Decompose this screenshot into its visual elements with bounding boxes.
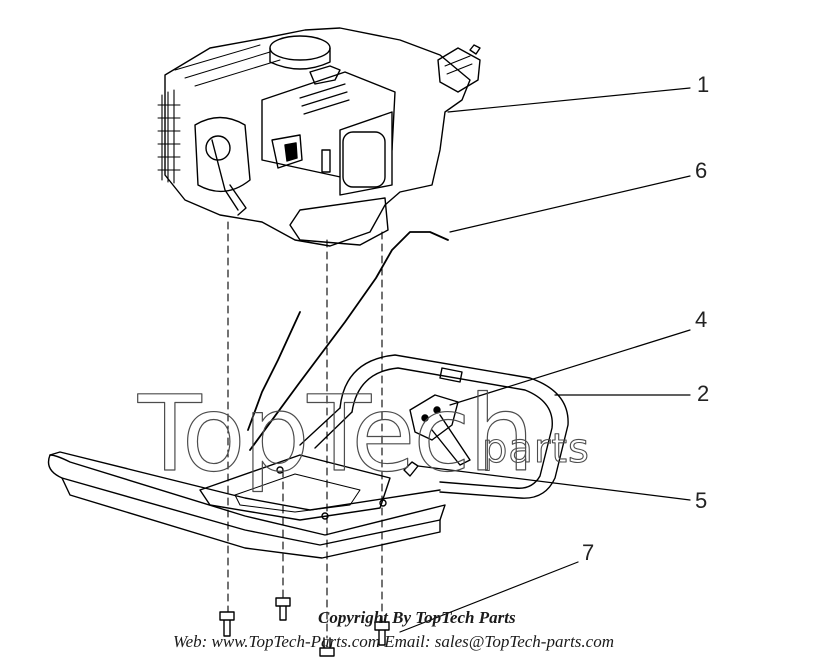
callout-1: 1 [697,72,710,97]
toptech-watermark-logo: TopTech parts [136,372,590,495]
callout-5: 5 [695,488,708,513]
throttle-lever [409,367,471,466]
leader-lines [399,87,691,633]
engine-assembly [157,27,481,247]
handle-frame [47,354,569,559]
contact-info: Web: www.TopTech-Parts.com Email: sales@… [173,632,614,651]
callout-7: 7 [582,540,595,565]
throttle-cable [247,231,449,451]
mounting-bolts [219,597,390,657]
svg-text:parts: parts [482,426,590,472]
callout-2: 2 [697,381,710,406]
callout-6: 6 [695,158,708,183]
svg-text:TopTech: TopTech [137,373,532,495]
alignment-lines [227,221,383,639]
callout-4: 4 [695,307,708,332]
copyright-notice: Copyright By TopTech Parts [318,608,516,627]
